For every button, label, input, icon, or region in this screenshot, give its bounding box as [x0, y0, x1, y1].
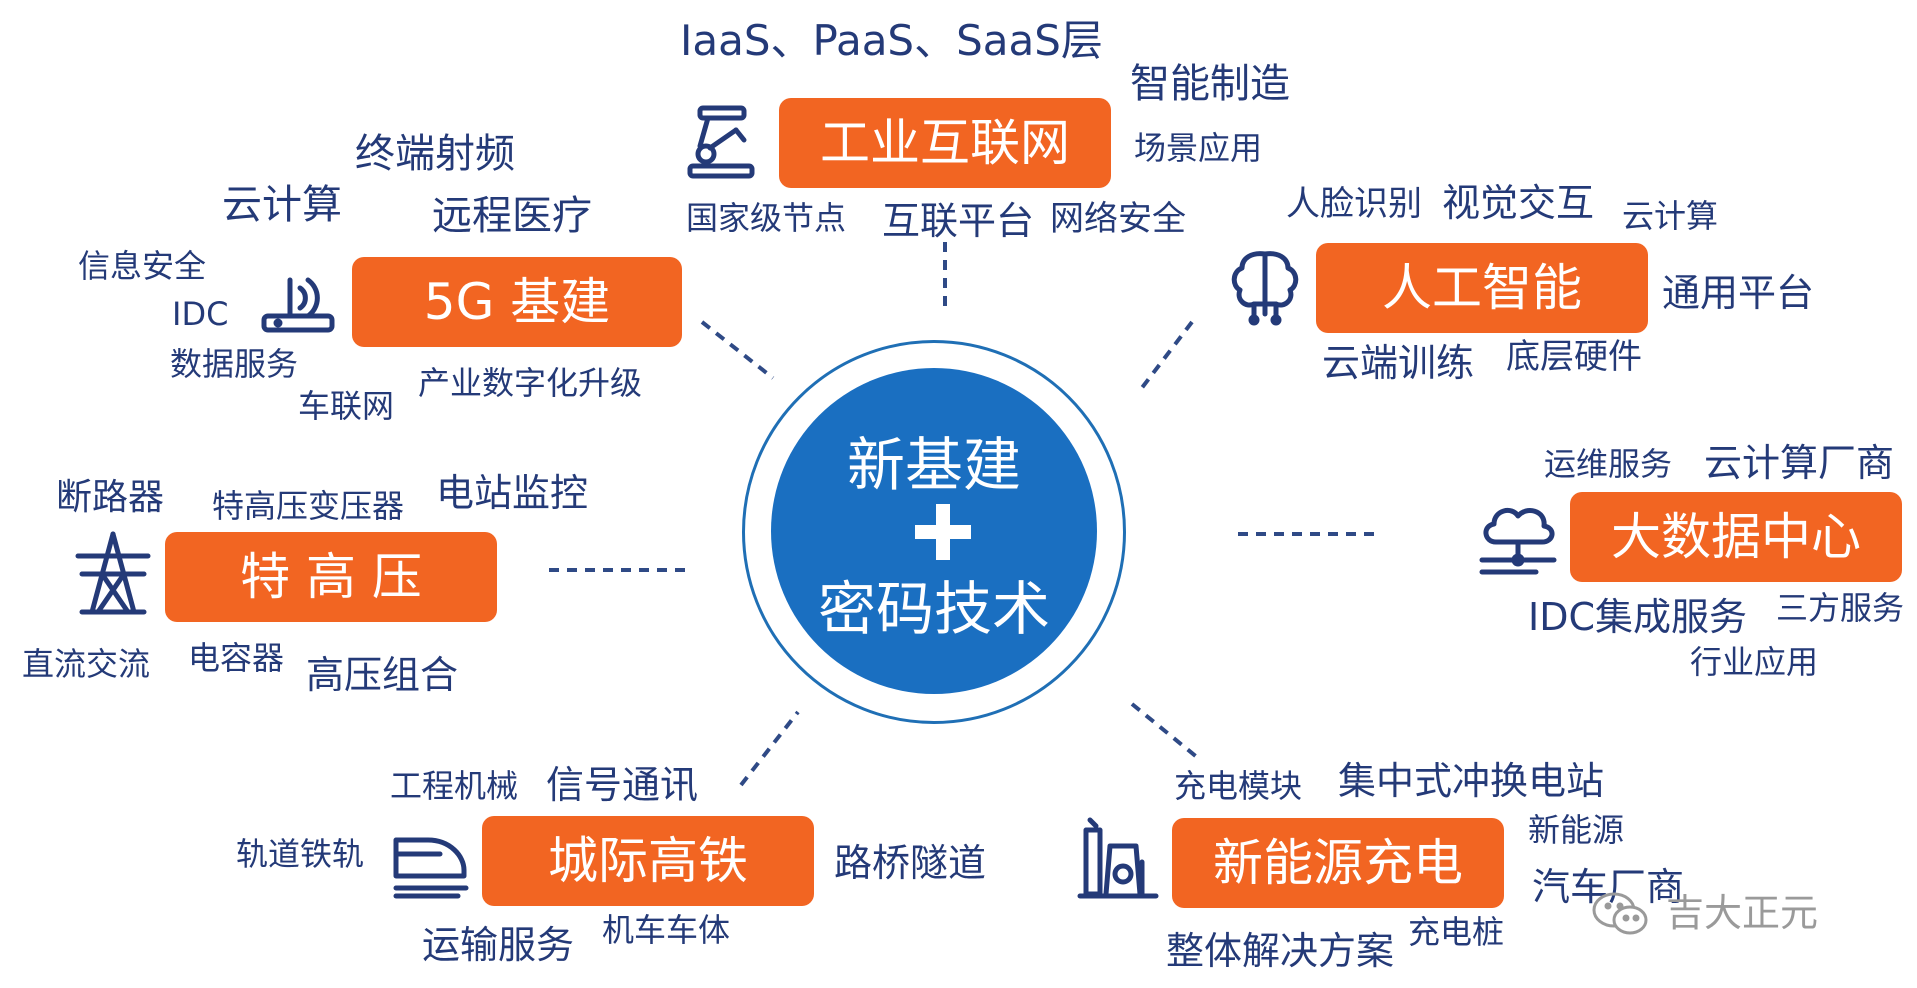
label-data-service: 数据服务	[170, 345, 299, 383]
label-cloud-computing-ai: 云计算	[1622, 197, 1719, 235]
label-iaas-paas-saas: IaaS、PaaS、SaaS层	[680, 16, 1103, 65]
label-capacitor: 电容器	[188, 639, 285, 677]
label-uhv-transformer: 特高压变压器	[212, 487, 405, 525]
node-intercity-railway: 城际高铁	[482, 816, 814, 906]
label-visual-interaction: 视觉交互	[1442, 181, 1595, 225]
node-new-energy-charging: 新能源充电	[1172, 818, 1504, 908]
label-circuit-breaker: 断路器	[56, 477, 165, 518]
label-idc-integration: IDC集成服务	[1528, 595, 1748, 639]
label-industry-digital-upgrade: 产业数字化升级	[418, 364, 643, 402]
label-centralized-swap-station: 集中式冲换电站	[1338, 759, 1605, 803]
router-antenna-icon	[258, 258, 338, 338]
label-information-security: 信息安全	[78, 247, 207, 285]
cloud-network-icon	[1476, 496, 1560, 580]
label-remote-medical: 远程医疗	[432, 193, 592, 239]
label-engineering-machinery: 工程机械	[390, 767, 519, 805]
hub-title-bottom: 密码技术	[817, 575, 1050, 643]
hub-title-top: 新基建	[846, 431, 1021, 499]
robot-arm-icon	[680, 100, 762, 182]
node-artificial-intelligence: 人工智能	[1316, 243, 1648, 333]
connector-ai	[1136, 320, 1194, 395]
label-locomotive-body: 机车车体	[602, 911, 731, 949]
wechat-icon	[1590, 888, 1650, 940]
label-automaker: 汽车厂商	[1532, 865, 1685, 909]
label-charging-module: 充电模块	[1174, 767, 1303, 805]
label-signal-communication: 信号通讯	[546, 763, 699, 807]
label-general-platform: 通用平台	[1662, 271, 1815, 315]
label-charging-pile: 充电桩	[1408, 913, 1505, 951]
power-tower-icon	[72, 530, 154, 616]
label-industry-application: 行业应用	[1690, 643, 1819, 681]
label-hv-combination: 高压组合	[306, 653, 459, 697]
label-track-rails: 轨道铁轨	[236, 835, 365, 873]
connector-rail	[739, 710, 800, 787]
label-interconnect-platform: 互联平台	[882, 199, 1035, 243]
label-total-solution: 整体解决方案	[1166, 929, 1395, 973]
label-bridge-tunnel: 路桥隧道	[834, 841, 987, 885]
label-cloud-vendors: 云计算厂商	[1704, 441, 1895, 485]
watermark-text: 吉大正元	[1666, 891, 1819, 935]
node-5g-infrastructure: 5G 基建	[352, 257, 682, 347]
power-plant-icon	[1076, 816, 1160, 902]
plus-icon-v	[936, 504, 950, 560]
hub-outer-ring	[742, 340, 1126, 724]
connector-ev	[1130, 702, 1200, 760]
label-transport-service: 运输服务	[422, 923, 575, 967]
node-ultra-high-voltage: 特 高 压	[165, 532, 497, 622]
label-network-security: 网络安全	[1050, 199, 1186, 239]
node-big-data-center: 大数据中心	[1570, 492, 1902, 582]
label-face-recognition: 人脸识别	[1286, 184, 1422, 224]
label-bottom-hardware: 底层硬件	[1506, 337, 1642, 377]
label-third-party-service: 三方服务	[1776, 589, 1905, 627]
label-cloud-training: 云端训练	[1322, 341, 1475, 385]
label-idc: IDC	[172, 295, 229, 333]
bullet-train-icon	[388, 818, 472, 902]
label-connected-vehicles: 车联网	[298, 387, 395, 425]
label-station-monitoring: 电站监控	[436, 471, 589, 515]
label-ops-service: 运维服务	[1544, 445, 1673, 483]
label-scenario-application: 场景应用	[1134, 129, 1263, 167]
label-new-energy: 新能源	[1528, 811, 1625, 849]
label-smart-manufacturing: 智能制造	[1130, 61, 1290, 107]
label-terminal-rf: 终端射频	[355, 131, 515, 177]
label-dc-ac: 直流交流	[22, 645, 151, 683]
node-industrial-internet: 工业互联网	[779, 98, 1111, 188]
label-national-node: 国家级节点	[686, 199, 847, 237]
label-cloud-computing-5g: 云计算	[222, 182, 342, 228]
connector-5g	[700, 320, 775, 380]
brain-circuit-icon	[1224, 244, 1306, 326]
